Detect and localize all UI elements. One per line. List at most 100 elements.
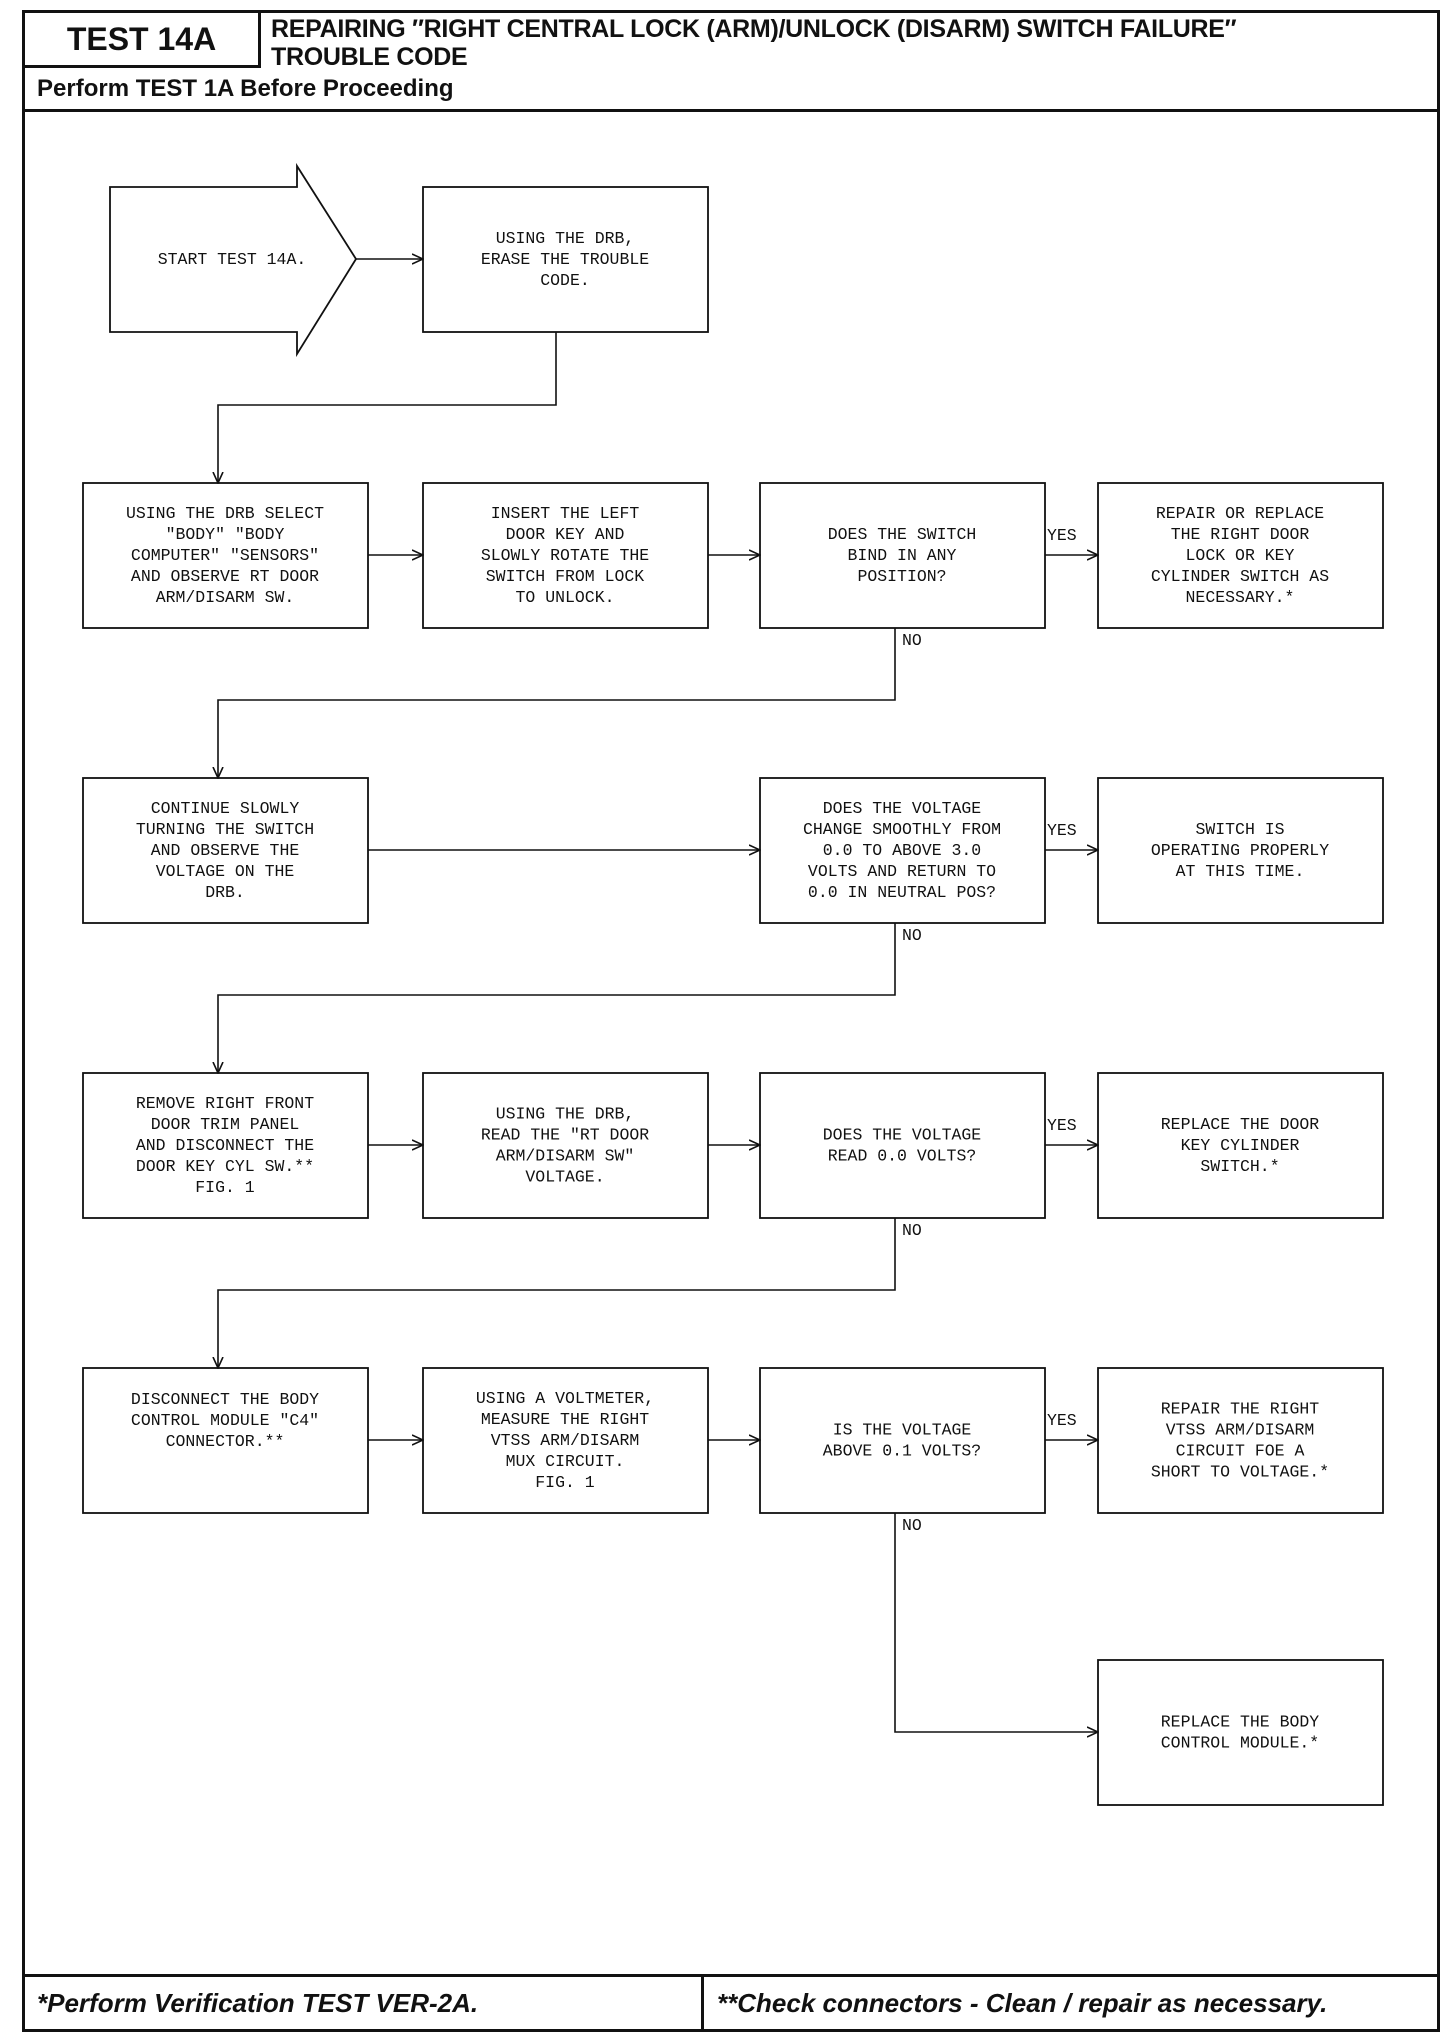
node-text-line: VTSS ARM/DISARM [491,1431,640,1450]
test-id: TEST 14A [25,13,261,68]
node-text-line: CYLINDER SWITCH AS [1151,567,1329,586]
label-no-smooth: NO [902,926,922,945]
node-text-line: FIG. 1 [195,1178,255,1197]
measure-vtss-text: USING A VOLTMETER, MEASURE THE RIGHT VTSS … [476,1389,654,1492]
decision-smooth-text: DOES THE VOLTAGE CHANGE SMOOTHLY FROM 0.0 … [803,799,1001,902]
footer-left-note: *Perform Verification TEST VER-2A. [37,1987,479,2018]
node-text-line: IS THE VOLTAGE [833,1421,972,1440]
connector-above-no [894,1513,1098,1732]
node-text-line: MUX CIRCUIT. [506,1452,625,1471]
remove-trim-box [82,1072,369,1219]
repair-vtss-box [1097,1367,1384,1514]
node-text-line: SLOWLY ROTATE THE [481,546,649,565]
connector-smooth-no [218,923,896,1073]
footer: *Perform Verification TEST VER-2A. **Che… [25,1974,1437,2029]
node-text-line: LOCK OR KEY [1186,546,1295,565]
node-text-line: DOOR KEY AND [506,525,625,544]
node-text-line: START TEST 14A. [158,250,307,269]
node-text-line: DOES THE SWITCH [828,525,977,544]
node-text-line: CIRCUIT FOE A [1176,1442,1305,1461]
node-text-line: KEY CYLINDER [1181,1136,1300,1155]
node-text-line: REPLACE THE DOOR [1161,1115,1320,1134]
node-text-line: VOLTS AND RETURN TO [808,862,996,881]
node-text-line: ARM/DISARM SW" [496,1147,635,1166]
node-text-line: SWITCH FROM LOCK [486,567,645,586]
title-line-1: REPAIRING ″RIGHT CENTRAL LOCK (ARM)/UNLO… [271,15,1237,43]
measure-vtss-box [422,1367,709,1514]
node-text-line: CONTROL MODULE.* [1161,1734,1319,1753]
disconnect-bcm-text: DISCONNECT THE BODY CONTROL MODULE "C4" CO… [131,1390,319,1451]
title-line-2: TROUBLE CODE [271,43,468,71]
node-text-line: USING A VOLTMETER, [476,1389,654,1408]
start-shape [109,162,358,358]
label-yes-smooth: YES [1047,821,1077,840]
node-text-line: VTSS ARM/DISARM [1166,1421,1315,1440]
label-no-zero: NO [902,1221,922,1240]
node-text-line: REPAIR THE RIGHT [1161,1400,1320,1419]
erase-box [422,186,709,333]
node-text-line: CODE. [540,271,590,290]
node-text-line: DOOR TRIM PANEL [151,1115,300,1134]
node-text-line: "BODY" "BODY [166,525,285,544]
node-text-line: USING THE DRB SELECT [126,504,324,523]
node-text-line: FIG. 1 [535,1473,595,1492]
node-text-line: USING THE DRB, [496,1105,635,1124]
node-text-line: ARM/DISARM SW. [156,588,295,607]
connector-bind-no [218,628,896,778]
node-text-line: THE RIGHT DOOR [1171,525,1310,544]
node-text-line: ERASE THE TROUBLE [481,250,649,269]
node-text-line: 0.0 TO ABOVE 3.0 [823,841,981,860]
disconnect-bcm-box [82,1367,369,1514]
node-text-line: AND OBSERVE THE [151,841,300,860]
node-text-line: MEASURE THE RIGHT [481,1410,649,1429]
select-box [82,482,369,629]
label-yes-bind: YES [1047,526,1077,545]
replace-switch-box [1097,1072,1384,1219]
read-voltage-text: USING THE DRB, READ THE "RT DOOR ARM/DISAR… [481,1105,649,1187]
node-text-line: CHANGE SMOOTHLY FROM [803,820,1001,839]
continue-turning-box [82,777,369,924]
node-text-line: TURNING THE SWITCH [136,820,314,839]
start-text: START TEST 14A. [158,250,307,269]
node-text-line: DRB. [205,883,245,902]
node-text-line: USING THE DRB, [496,229,635,248]
read-voltage-box [422,1072,709,1219]
node-text-line: NECESSARY.* [1186,588,1295,607]
node-text-line: DOES THE VOLTAGE [823,799,982,818]
node-text-line: CONTROL MODULE "C4" [131,1411,319,1430]
label-no-bind: NO [902,631,922,650]
label-no-above: NO [902,1516,922,1535]
node-text-line: 0.0 IN NEUTRAL POS? [808,883,996,902]
select-text: USING THE DRB SELECT "BODY" "BODY COMPUTER… [126,504,324,607]
subheader: Perform TEST 1A Before Proceeding [37,75,454,102]
decision-zero-box [759,1072,1046,1219]
decision-bind-box [759,482,1046,629]
connector-erase-select [218,332,557,483]
node-text-line: REPAIR OR REPLACE [1156,504,1324,523]
node-text-line: COMPUTER" "SENSORS" [131,546,319,565]
node-text-line: DISCONNECT THE BODY [131,1390,319,1409]
node-text-line: BIND IN ANY [848,546,957,565]
node-text-line: DOOR KEY CYL SW.** [136,1157,314,1176]
node-text-line: DOES THE VOLTAGE [823,1126,982,1145]
erase-text: USING THE DRB, ERASE THE TROUBLE CODE. [481,229,649,290]
label-yes-above: YES [1047,1411,1077,1430]
header-rule [25,109,1437,112]
header: TEST 14A REPAIRING ″RIGHT CENTRAL LOCK (… [25,13,1437,113]
node-text-line: REMOVE RIGHT FRONT [136,1094,314,1113]
node-text-line: CONNECTOR.** [166,1432,285,1451]
node-text-line: VOLTAGE ON THE [156,862,295,881]
replace-bcm-box [1097,1659,1384,1806]
node-text-line: READ THE "RT DOOR [481,1126,649,1145]
page-frame: TEST 14A REPAIRING ″RIGHT CENTRAL LOCK (… [22,10,1440,2032]
